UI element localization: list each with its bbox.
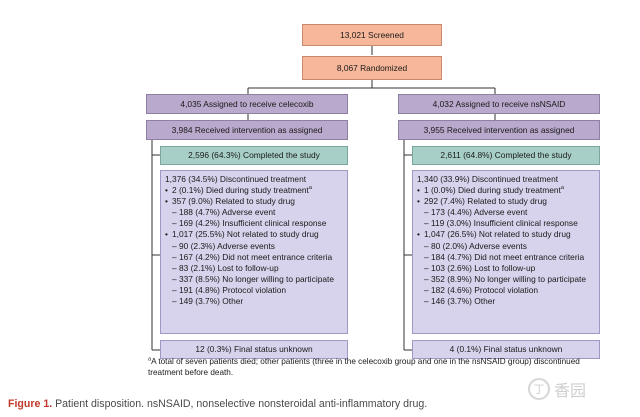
left-discontinued-item: – 169 (4.2%) Insufficient clinical respo… — [165, 218, 347, 229]
left-received-box: 3,984 Received intervention as assigned — [146, 120, 348, 140]
bullet-icon: • — [165, 185, 168, 196]
left-discontinued-text: – 188 (4.7%) Adverse event — [172, 207, 276, 218]
right-discontinued-text: – 119 (3.0%) Insufficient clinical respo… — [424, 218, 578, 229]
right-received-label: 3,955 Received intervention as assigned — [423, 124, 575, 135]
right-discontinued-item: – 80 (2.0%) Adverse events — [417, 241, 599, 252]
right-completed-label: 2,611 (64.8%) Completed the study — [440, 150, 572, 160]
right-discontinued-text: – 173 (4.4%) Adverse event — [424, 207, 528, 218]
left-discontinued-text: – 191 (4.8%) Protocol violation — [172, 284, 287, 295]
left-discontinued-text: 1,376 (34.5%) Discontinued treatment — [165, 174, 307, 184]
left-discontinued-text: – 149 (3.7%) Other — [172, 296, 244, 307]
right-discontinued-text: – 146 (3.7%) Other — [424, 296, 496, 307]
right-received-box: 3,955 Received intervention as assigned — [398, 120, 600, 140]
bullet-icon: • — [165, 196, 168, 207]
left-unknown-box: 12 (0.3%) Final status unknown — [160, 340, 348, 359]
left-received-label: 3,984 Received intervention as assigned — [171, 124, 323, 135]
watermark-text: 香园 — [554, 383, 587, 400]
left-discontinued-item: – 83 (2.1%) Lost to follow-up — [165, 263, 347, 274]
left-discontinued-item: – 191 (4.8%) Protocol violation — [165, 285, 347, 296]
left-discontinued-item: – 149 (3.7%) Other — [165, 296, 347, 307]
left-discontinued-text: – 83 (2.1%) Lost to follow-up — [172, 262, 279, 273]
left-unknown-label: 12 (0.3%) Final status unknown — [195, 344, 313, 354]
watermark: 丁 香园 — [528, 376, 620, 402]
figure-caption: Figure 1. Patient disposition. nsNSAID, … — [8, 398, 608, 411]
right-discontinued-item: • 1,047 (26.5%) Not related to study drug — [417, 229, 599, 240]
right-assigned-label: 4,032 Assigned to receive nsNSAID — [432, 98, 566, 109]
right-discontinued-item: – 119 (3.0%) Insufficient clinical respo… — [417, 218, 599, 229]
right-discontinued-item: – 184 (4.7%) Did not meet entrance crite… — [417, 252, 599, 263]
left-completed-label: 2,596 (64.3%) Completed the study — [188, 150, 320, 160]
left-completed-box: 2,596 (64.3%) Completed the study — [160, 146, 348, 165]
footnote-marker: a — [148, 356, 152, 363]
left-discontinued-item: – 188 (4.7%) Adverse event — [165, 207, 347, 218]
right-discontinued-text: – 184 (4.7%) Did not meet entrance crite… — [424, 251, 585, 262]
right-discontinued-text: 1,340 (33.9%) Discontinued treatment — [417, 174, 559, 184]
left-discontinued-item: • 1,017 (25.5%) Not related to study drug — [165, 229, 347, 240]
left-discontinued-text: 1,017 (25.5%) Not related to study drug — [172, 229, 319, 240]
left-discontinued-item: • 357 (9.0%) Related to study drug — [165, 196, 347, 207]
right-discontinued-item: – 146 (3.7%) Other — [417, 296, 599, 307]
right-completed-box: 2,611 (64.8%) Completed the study — [412, 146, 600, 165]
right-discontinued-item: – 103 (2.6%) Lost to follow-up — [417, 263, 599, 274]
right-unknown-box: 4 (0.1%) Final status unknown — [412, 340, 600, 359]
right-discontinued-text: 292 (7.4%) Related to study drug — [424, 196, 547, 207]
screened-label: 13,021 Screened — [340, 29, 404, 40]
figure-caption-text: Patient disposition. nsNSAID, nonselecti… — [52, 398, 428, 410]
right-discontinued-text: 1 (0.0%) Died during study treatment — [424, 185, 561, 196]
left-discontinued-item: – 167 (4.2%) Did not meet entrance crite… — [165, 252, 347, 263]
left-assigned-label: 4,035 Assigned to receive celecoxib — [180, 98, 314, 109]
figure-label: Figure 1. — [8, 398, 53, 410]
right-discontinued-item: – 352 (8.9%) No longer willing to partic… — [417, 274, 599, 285]
left-discontinued-item: – 337 (8.5%) No longer willing to partic… — [165, 274, 347, 285]
footnote-ref: a — [560, 185, 564, 192]
right-discontinued-item: – 182 (4.6%) Protocol violation — [417, 285, 599, 296]
right-discontinued-text: – 103 (2.6%) Lost to follow-up — [424, 262, 536, 273]
right-discontinued-text: – 80 (2.0%) Adverse events — [424, 240, 527, 251]
left-discontinued-text: 357 (9.0%) Related to study drug — [172, 196, 295, 207]
right-discontinued-box: 1,340 (33.9%) Discontinued treatment•1 (… — [412, 170, 600, 334]
footnote-ref: a — [308, 185, 312, 192]
watermark-glyph: 丁 — [528, 378, 550, 400]
bullet-icon: • — [417, 196, 420, 207]
left-discontinued-text: – 337 (8.5%) No longer willing to partic… — [172, 273, 335, 284]
right-discontinued-item: 1,340 (33.9%) Discontinued treatment — [417, 174, 599, 185]
left-discontinued-text: 2 (0.1%) Died during study treatment — [172, 185, 309, 196]
bullet-icon: • — [417, 229, 420, 240]
right-discontinued-item: • 1 (0.0%) Died during study treatmenta — [417, 185, 599, 196]
left-discontinued-box: 1,376 (34.5%) Discontinued treatment•2 (… — [160, 170, 348, 334]
left-discontinued-text: – 167 (4.2%) Did not meet entrance crite… — [172, 251, 333, 262]
right-discontinued-text: – 352 (8.9%) No longer willing to partic… — [424, 273, 587, 284]
left-discontinued-text: – 90 (2.3%) Adverse events — [172, 240, 275, 251]
left-discontinued-item: • 2 (0.1%) Died during study treatmenta — [165, 185, 347, 196]
right-assigned-box: 4,032 Assigned to receive nsNSAID — [398, 94, 600, 114]
randomized-box: 8,067 Randomized — [302, 56, 442, 80]
right-unknown-label: 4 (0.1%) Final status unknown — [449, 344, 563, 354]
randomized-label: 8,067 Randomized — [336, 62, 408, 73]
left-assigned-box: 4,035 Assigned to receive celecoxib — [146, 94, 348, 114]
bullet-icon: • — [417, 185, 420, 196]
right-discontinued-text: 1,047 (26.5%) Not related to study drug — [424, 229, 571, 240]
right-discontinued-item: – 173 (4.4%) Adverse event — [417, 207, 599, 218]
right-discontinued-text: – 182 (4.6%) Protocol violation — [424, 284, 539, 295]
bullet-icon: • — [165, 229, 168, 240]
screened-box: 13,021 Screened — [302, 24, 442, 46]
left-discontinued-text: – 169 (4.2%) Insufficient clinical respo… — [172, 218, 327, 229]
left-discontinued-item: – 90 (2.3%) Adverse events — [165, 241, 347, 252]
footnote-text: A total of seven patients died; other pa… — [148, 357, 580, 377]
left-discontinued-item: 1,376 (34.5%) Discontinued treatment — [165, 174, 347, 185]
right-discontinued-item: • 292 (7.4%) Related to study drug — [417, 196, 599, 207]
footnote: aA total of seven patients died; other p… — [148, 356, 588, 378]
